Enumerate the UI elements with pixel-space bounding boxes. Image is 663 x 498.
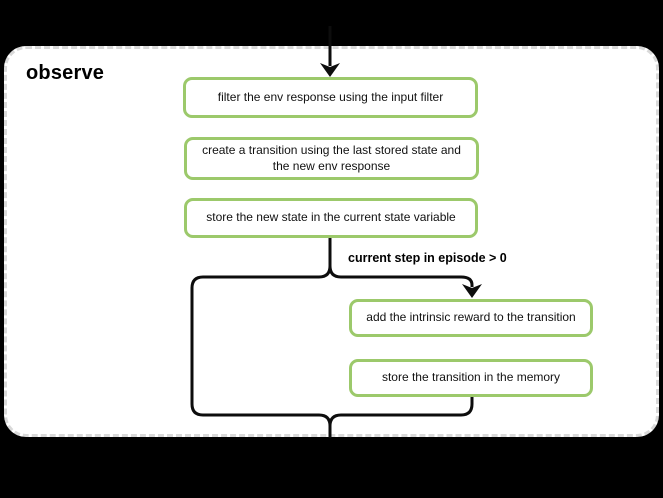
diagram-title: observe: [26, 62, 105, 84]
step-store-transition: store the transition in the memory: [349, 359, 593, 397]
step-label: store the new state in the current state…: [206, 210, 456, 225]
step-label: add the intrinsic reward to the transiti…: [366, 310, 576, 325]
step-filter-env-response: filter the env response using the input …: [183, 77, 478, 118]
condition-label: current step in episode > 0: [348, 251, 507, 265]
step-label: filter the env response using the input …: [217, 89, 444, 104]
step-create-transition: create a transition using the last store…: [184, 137, 479, 180]
step-store-new-state: store the new state in the current state…: [184, 198, 478, 238]
step-add-intrinsic-reward: add the intrinsic reward to the transiti…: [349, 299, 593, 337]
step-label: create a transition using the last store…: [202, 142, 461, 173]
step-label: store the transition in the memory: [381, 370, 561, 385]
